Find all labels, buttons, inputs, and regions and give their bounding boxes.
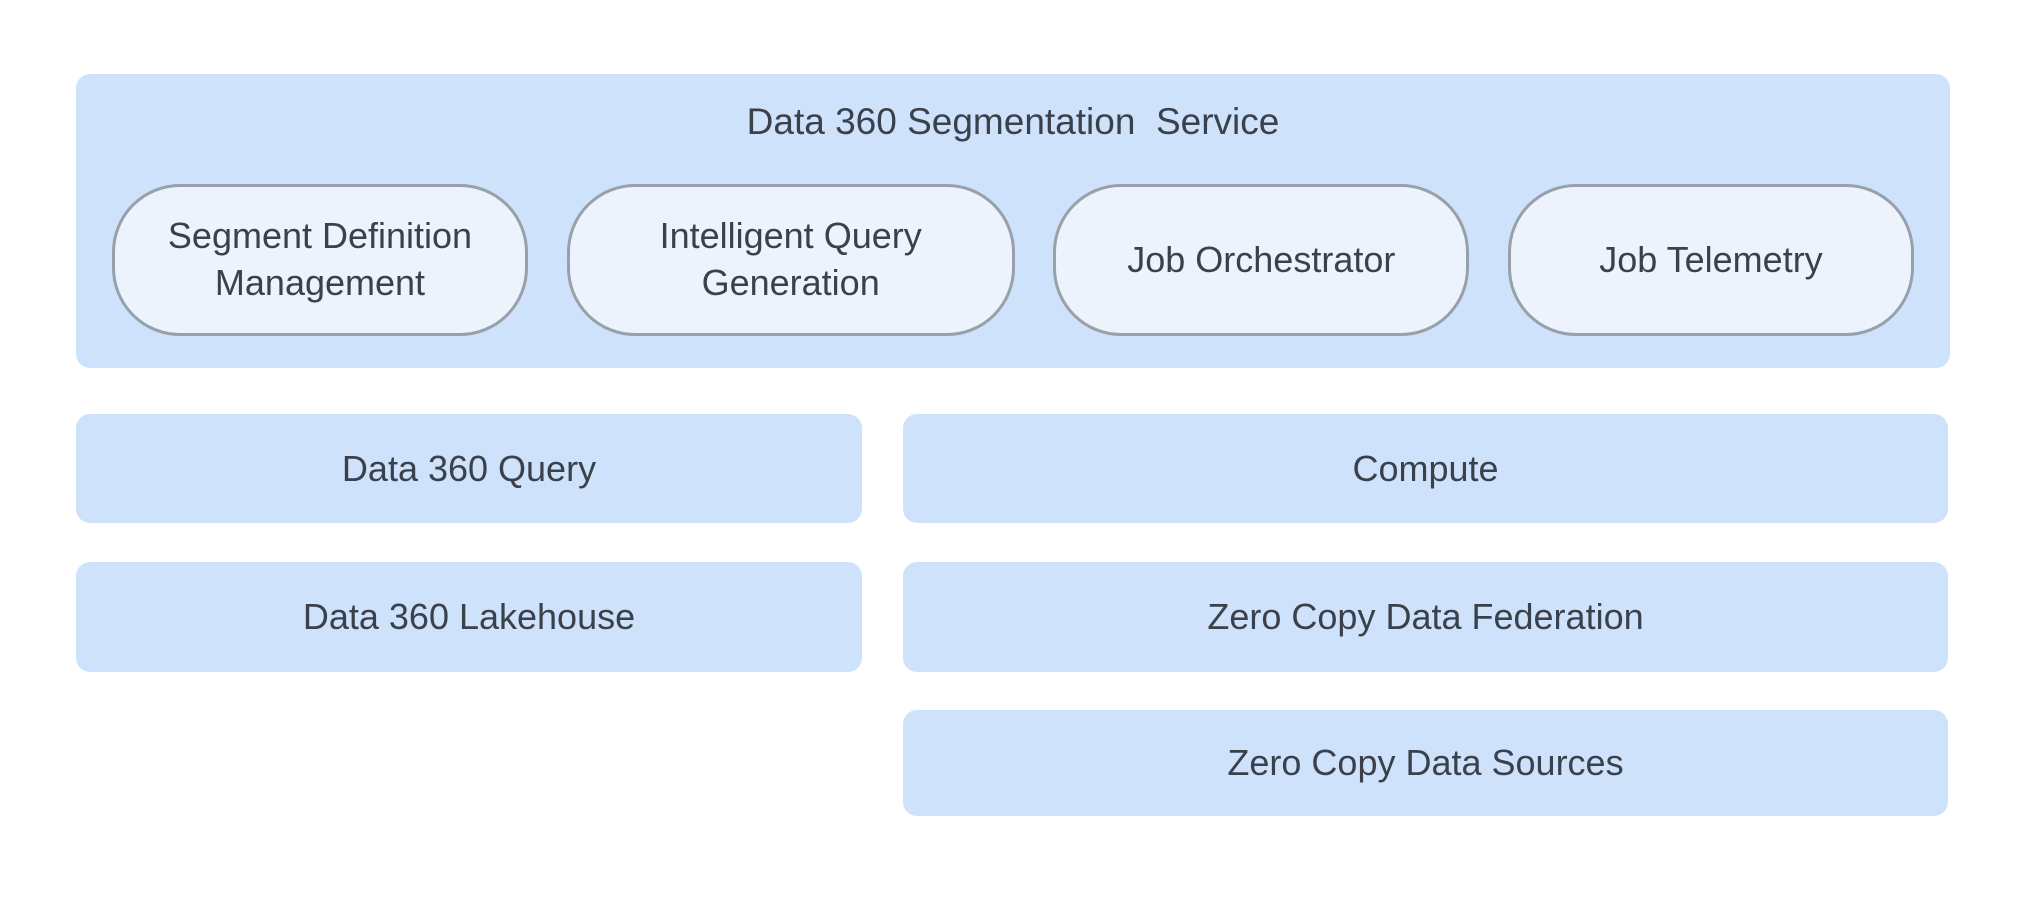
node-label: Job Telemetry <box>1599 238 1823 280</box>
node-label: Segment Definition Management <box>167 215 473 303</box>
node-label: Zero Copy Data Federation <box>1207 596 1644 637</box>
node-zero-copy-data-federation: Zero Copy Data Federation <box>903 562 1948 672</box>
segmentation-service-components: Segment Definition Management Intelligen… <box>112 184 1914 336</box>
node-label: Data 360 Lakehouse <box>302 596 636 637</box>
node-job-orchestrator: Job Orchestrator <box>1053 184 1470 336</box>
node-zero-copy-data-sources: Zero Copy Data Sources <box>903 710 1948 816</box>
node-data-360-query: Data 360 Query <box>76 414 862 523</box>
node-intelligent-query-generation: Intelligent Query Generation <box>566 184 1015 336</box>
node-label: Intelligent Query Generation <box>659 215 922 303</box>
node-label: Data 360 Query <box>341 447 597 489</box>
node-job-telemetry: Job Telemetry <box>1507 184 1914 336</box>
node-data-360-lakehouse: Data 360 Lakehouse <box>76 562 862 672</box>
node-label: Job Orchestrator <box>1127 238 1396 280</box>
node-segment-definition-management: Segment Definition Management <box>112 184 528 336</box>
node-label: Compute <box>1352 447 1499 489</box>
segmentation-service-title: Data 360 Segmentation Service <box>746 101 1280 142</box>
segmentation-service-group: Data 360 Segmentation Service Segment De… <box>76 74 1950 368</box>
node-label: Zero Copy Data Sources <box>1227 742 1624 783</box>
node-compute: Compute <box>903 414 1948 523</box>
